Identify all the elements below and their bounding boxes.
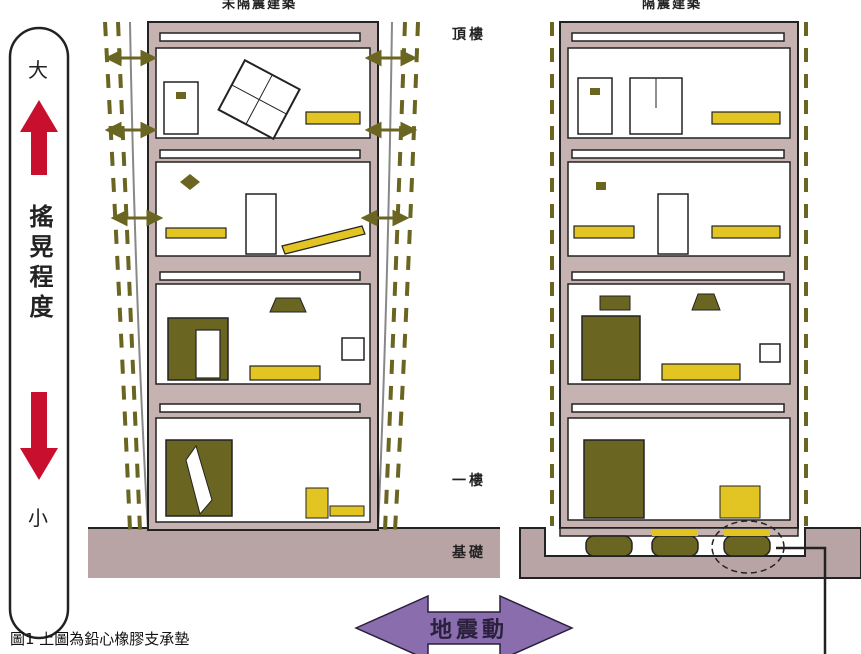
earthquake-arrow: [354, 594, 574, 654]
floor-label-first: 一樓: [452, 473, 486, 489]
ground-right: [519, 527, 861, 579]
floor-label-base: 基礎: [452, 545, 486, 561]
arrow-up-icon: [20, 100, 58, 175]
arrow-down-icon: [20, 392, 58, 480]
left-building: [103, 21, 420, 531]
floor-label-top: 頂樓: [452, 27, 486, 43]
ground-left: [88, 527, 500, 578]
sway-high-label: 大: [28, 58, 48, 82]
figure-caption: 圖1 上圖為鉛心橡膠支承墊: [10, 630, 190, 648]
sway-scale: [8, 26, 70, 640]
sway-scale-label: 搖晃程度: [25, 204, 54, 324]
right-building-title: 隔震建築: [642, 0, 703, 12]
sway-low-label: 小: [28, 506, 48, 530]
right-building: [550, 21, 827, 654]
left-building-title: 未隔震建築: [222, 0, 298, 12]
earthquake-label: 地震動: [430, 617, 509, 643]
